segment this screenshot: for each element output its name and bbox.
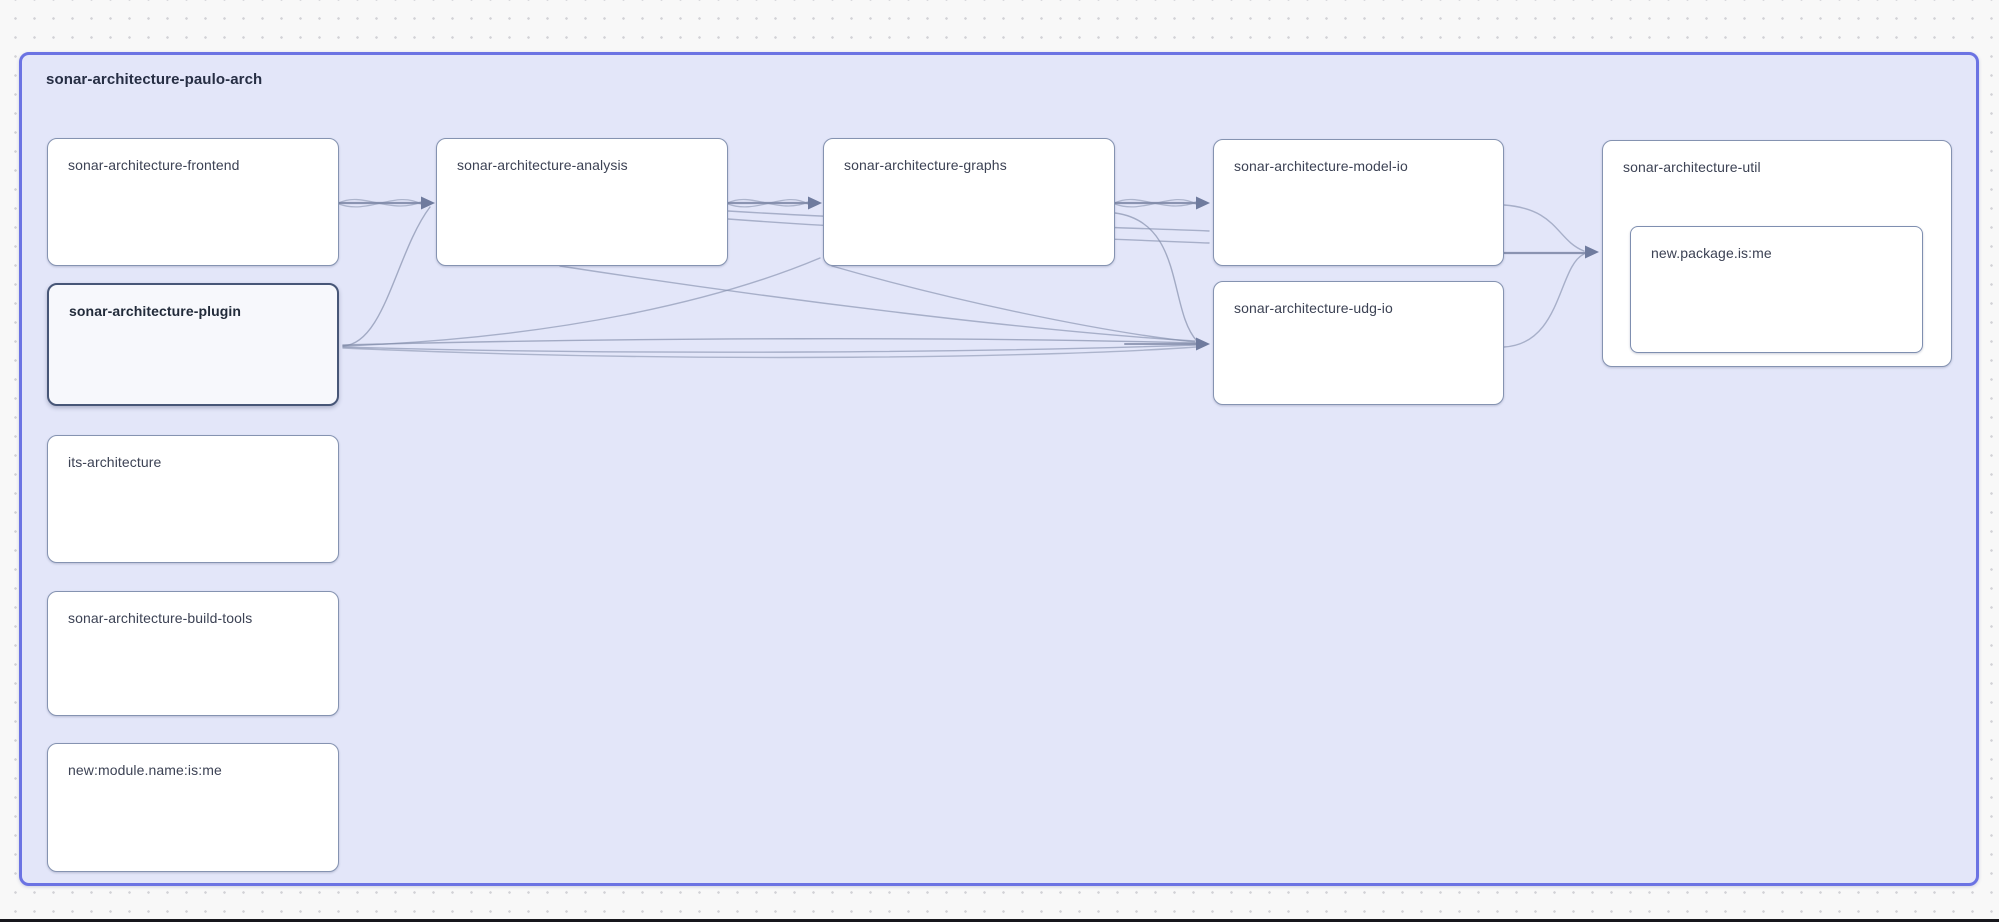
node-label: sonar-architecture-udg-io bbox=[1234, 300, 1393, 316]
node-graphs[interactable]: sonar-architecture-graphs bbox=[823, 138, 1115, 266]
node-new-package[interactable]: new.package.is:me bbox=[1630, 226, 1923, 353]
node-its-architecture[interactable]: its-architecture bbox=[47, 435, 339, 563]
node-label: sonar-architecture-plugin bbox=[69, 303, 242, 319]
node-label: sonar-architecture-graphs bbox=[844, 157, 1007, 173]
node-build-tools[interactable]: sonar-architecture-build-tools bbox=[47, 591, 339, 716]
node-label: new:module.name:is:me bbox=[68, 762, 222, 778]
node-udg-io[interactable]: sonar-architecture-udg-io bbox=[1213, 281, 1504, 405]
window-bottom-edge bbox=[0, 919, 1999, 922]
node-plugin[interactable]: sonar-architecture-plugin bbox=[47, 283, 339, 406]
node-label: its-architecture bbox=[68, 454, 162, 470]
node-label: sonar-architecture-frontend bbox=[68, 157, 240, 173]
node-label: sonar-architecture-util bbox=[1623, 159, 1761, 175]
group-title: sonar-architecture-paulo-arch bbox=[46, 71, 263, 88]
node-model-io[interactable]: sonar-architecture-model-io bbox=[1213, 139, 1504, 266]
node-label: sonar-architecture-analysis bbox=[457, 157, 628, 173]
node-new-module[interactable]: new:module.name:is:me bbox=[47, 743, 339, 872]
node-frontend[interactable]: sonar-architecture-frontend bbox=[47, 138, 339, 266]
node-label: sonar-architecture-build-tools bbox=[68, 610, 253, 626]
node-label: new.package.is:me bbox=[1651, 245, 1772, 261]
node-analysis[interactable]: sonar-architecture-analysis bbox=[436, 138, 728, 266]
node-label: sonar-architecture-model-io bbox=[1234, 158, 1408, 174]
